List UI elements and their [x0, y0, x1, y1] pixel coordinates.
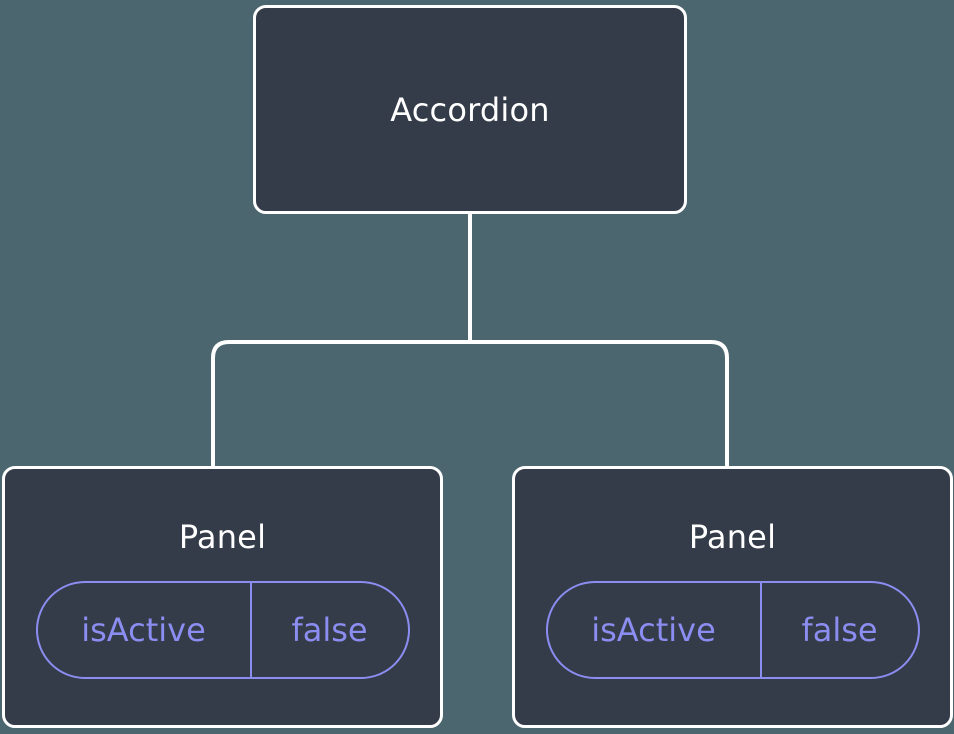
node-panel-left-label: Panel — [178, 518, 267, 556]
prop-pill-panel-right[interactable]: isActive false — [545, 581, 920, 679]
node-panel-right-label: Panel — [688, 518, 777, 556]
edge-accordion-to-panel-left — [211, 340, 470, 468]
prop-value-isactive: false — [291, 611, 368, 649]
prop-key-isactive: isActive — [38, 583, 252, 677]
node-panel-left[interactable]: Panel isActive false — [2, 466, 443, 728]
node-accordion[interactable]: Accordion — [253, 5, 687, 214]
prop-key-isactive: isActive — [548, 583, 762, 677]
prop-pill-panel-left[interactable]: isActive false — [35, 581, 410, 679]
node-panel-right[interactable]: Panel isActive false — [512, 466, 953, 728]
edge-accordion-to-panel-right — [470, 340, 729, 468]
node-accordion-label: Accordion — [390, 90, 550, 129]
prop-value-isactive: false — [801, 611, 878, 649]
